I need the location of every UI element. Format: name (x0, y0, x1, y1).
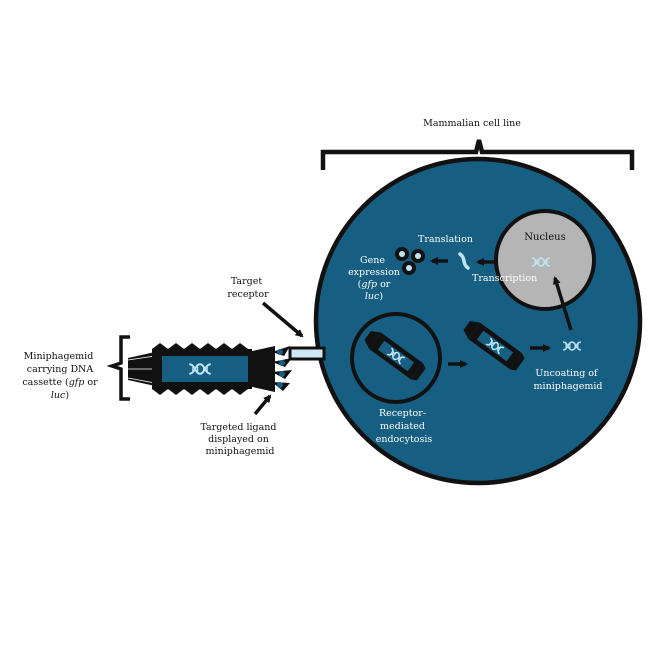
target-receptor-label: Target receptor (227, 276, 269, 300)
gene-expression-label-line4: luc) (365, 291, 383, 302)
cell-line-bracket (320, 139, 635, 170)
endocytosis-label: Receptor- mediated endocytosis (376, 408, 433, 445)
miniphagemid (127, 343, 275, 395)
mammalian-cell (313, 156, 643, 486)
miniphagemid-label-line4: luc) (51, 390, 69, 401)
gene-expression-label-line3: (gfp or (358, 279, 391, 290)
cell-line-label: Mammalian cell line (423, 118, 521, 129)
arrow-to-nucleus (552, 276, 573, 331)
ligand-label: Targeted ligand displayed on miniphagemi… (200, 422, 279, 457)
arrow-target-receptor (261, 301, 304, 338)
miniphagemid-label: Miniphagemid carrying DNA (24, 351, 97, 375)
miniphagemid-label-line3: cassette (gfp or (22, 377, 98, 388)
nucleus (494, 209, 596, 311)
nucleus-label: Nucleus (524, 232, 565, 243)
targeted-ligands (272, 346, 292, 391)
arrow-ligand (253, 394, 272, 416)
translation-label: Translation (418, 234, 473, 245)
protein-icon (395, 247, 425, 275)
uncoating-label: Uncoating of miniphagemid (534, 368, 603, 392)
miniphagemid-bracket (106, 335, 130, 401)
transcription-label: Transcription (472, 273, 537, 284)
mrna-squiggle (458, 252, 470, 270)
gene-expression-label: Gene expression (348, 255, 400, 278)
target-receptor (288, 346, 326, 361)
